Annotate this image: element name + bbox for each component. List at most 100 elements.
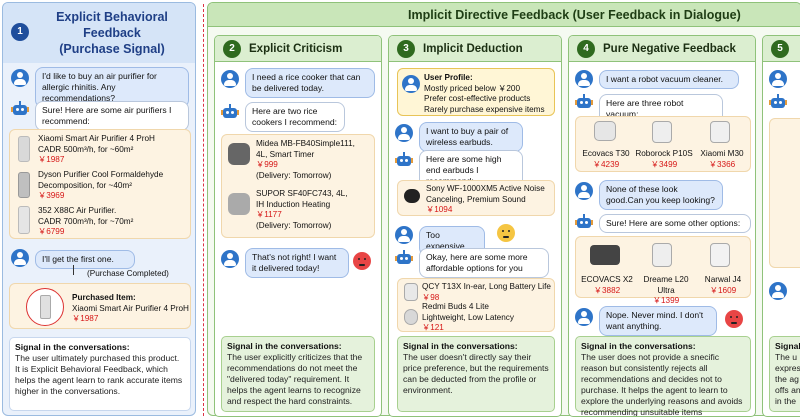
product-name: Ecovacs T30 xyxy=(582,149,630,158)
product-name: ECOVACS X2 xyxy=(581,275,633,284)
panel-title: Implicit Deduction xyxy=(423,43,523,55)
product-delivery: (Delivery: Tomorrow) xyxy=(256,220,332,230)
confused-face-icon xyxy=(497,224,515,242)
user-avatar-icon xyxy=(575,70,593,88)
product-item: Dreame L20 Ultra￥1399 xyxy=(634,275,698,307)
earbuds-image xyxy=(404,309,418,325)
bot-message: Sure! Here are some other options: xyxy=(599,214,751,233)
panel-title: Pure Negative Feedback xyxy=(603,43,736,55)
product-price: ￥1399 xyxy=(652,296,680,305)
product-price: ￥121 xyxy=(422,323,444,332)
vacuum-image xyxy=(652,121,672,143)
product-list-card: Midea MB-FB40Simple111,4L, Smart Timer￥9… xyxy=(221,134,375,238)
signal-box: Signal in the conversations: The user do… xyxy=(397,336,555,412)
air-purifier-image xyxy=(18,136,30,162)
purchased-label: Purchased Item xyxy=(72,293,133,302)
product-price: ￥1177 xyxy=(256,210,282,219)
product-list-card xyxy=(769,118,800,268)
signal-title: Signal in the conversations: xyxy=(581,341,696,351)
product-spec: IH Induction Heating xyxy=(256,199,331,209)
product-price: ￥1987 xyxy=(38,155,65,164)
robot-icon xyxy=(395,152,413,169)
panel-header: 5 xyxy=(763,36,800,62)
product-name: Dyson Purifier Cool Formaldehyde xyxy=(38,170,164,179)
rice-cooker-image xyxy=(228,193,250,215)
title-line: (Purchase Signal) xyxy=(59,42,165,56)
product-name: Sony WF-1000XM5 Active Noise xyxy=(426,184,545,193)
profile-line: Rarely purchase expensive items xyxy=(424,104,545,114)
arrow-line xyxy=(73,265,74,275)
purchased-price: ￥1987 xyxy=(72,314,99,323)
robot-icon xyxy=(395,250,413,267)
profile-text: User Profile: Mostly priced below ￥200 P… xyxy=(424,73,545,115)
robot-icon xyxy=(221,104,239,121)
bot-message: Okay, here are some more affordable opti… xyxy=(419,248,549,278)
product-price: ￥98 xyxy=(422,292,440,302)
panel-implicit-directive: Implicit Directive Feedback (User Feedba… xyxy=(207,2,800,417)
product-price: ￥1609 xyxy=(709,285,737,295)
panel-five-partial: 5 Signal The u expres the ag offs an in … xyxy=(762,35,800,417)
purchased-product-image xyxy=(26,288,64,326)
user-message: I'll get the first one. xyxy=(35,250,135,269)
product-name: Redmi Buds 4 Lite xyxy=(422,302,489,311)
step-number: 2 xyxy=(223,40,241,58)
signal-box: Signal in the conversations: The user do… xyxy=(575,336,751,416)
title-line: Explicit Behavioral xyxy=(56,10,168,24)
product-item: 352 X88C Air Purifier.CADR 700m³/h, for … xyxy=(38,206,133,238)
user-avatar-icon xyxy=(575,182,593,200)
product-name: Midea MB-FB40Simple111, xyxy=(256,139,355,148)
product-price: ￥3366 xyxy=(708,159,736,169)
dashed-divider xyxy=(203,4,204,416)
product-name: Dreame L20 Ultra xyxy=(643,275,689,295)
user-avatar-icon xyxy=(395,226,413,244)
product-name: Xiaomi Smart Air Purifier 4 ProH xyxy=(38,134,155,143)
signal-text: The user does not provide a snecific rea… xyxy=(581,352,743,417)
product-item: Narwal J4￥1609 xyxy=(696,275,750,296)
product-item: ECOVACS X2￥3882 xyxy=(578,275,636,296)
vacuum-image xyxy=(652,243,672,267)
purchased-item-card: Purchased Item:Xiaomi Smart Air Purifier… xyxy=(9,283,191,329)
signal-box: Signal The u expres the ag offs an in th… xyxy=(769,336,800,412)
signal-line: in the xyxy=(775,396,797,406)
signal-title: Signal in the conversations: xyxy=(227,341,342,351)
product-list-card: Ecovacs T30￥4239 Roborock P10S￥3499 Xiao… xyxy=(575,116,751,172)
panel-explicit-behavioral: 1 Explicit Behavioral Feedback (Purchase… xyxy=(2,2,196,416)
product-price: ￥3882 xyxy=(593,285,621,295)
vacuum-image xyxy=(710,121,730,143)
product-price: ￥3499 xyxy=(650,159,678,169)
profile-icon xyxy=(402,75,420,93)
user-message: Nope. Never mind. I don't want anything. xyxy=(599,306,717,336)
signal-line: offs an xyxy=(775,385,800,395)
robot-icon xyxy=(575,94,593,111)
step-number: 4 xyxy=(577,40,595,58)
signal-title: Signal in the conversations: xyxy=(403,341,518,351)
product-name: SUPOR SF40FC743, 4L, xyxy=(256,189,348,198)
user-avatar-icon xyxy=(11,249,29,267)
panel-header: 4 Pure Negative Feedback xyxy=(569,36,755,62)
signal-box: Signal in the conversations: The user ex… xyxy=(221,336,375,412)
product-item: Midea MB-FB40Simple111,4L, Smart Timer￥9… xyxy=(256,139,355,181)
bot-message: Here are two rice cookers I recommend: xyxy=(245,102,345,132)
angry-face-icon xyxy=(353,252,371,270)
product-price: ￥4239 xyxy=(592,159,620,169)
product-price: ￥1094 xyxy=(426,205,453,214)
signal-text: The user doesn't directly say their pric… xyxy=(403,352,549,395)
air-purifier-image xyxy=(18,172,30,198)
panel-title: Explicit Behavioral Feedback (Purchase S… xyxy=(33,9,191,57)
air-purifier-image xyxy=(18,206,30,234)
earbuds-image xyxy=(404,283,418,301)
user-message: I want to buy a pair of wireless earbuds… xyxy=(419,122,523,152)
title-line: Feedback xyxy=(83,26,141,40)
product-spec: CADR 700m³/h, for ~70m² xyxy=(38,216,134,226)
profile-label: User Profile: xyxy=(424,73,473,82)
step-number: 5 xyxy=(771,40,789,58)
product-name: Roborock P10S xyxy=(635,149,693,158)
user-profile-card: User Profile: Mostly priced below ￥200 P… xyxy=(397,68,555,116)
